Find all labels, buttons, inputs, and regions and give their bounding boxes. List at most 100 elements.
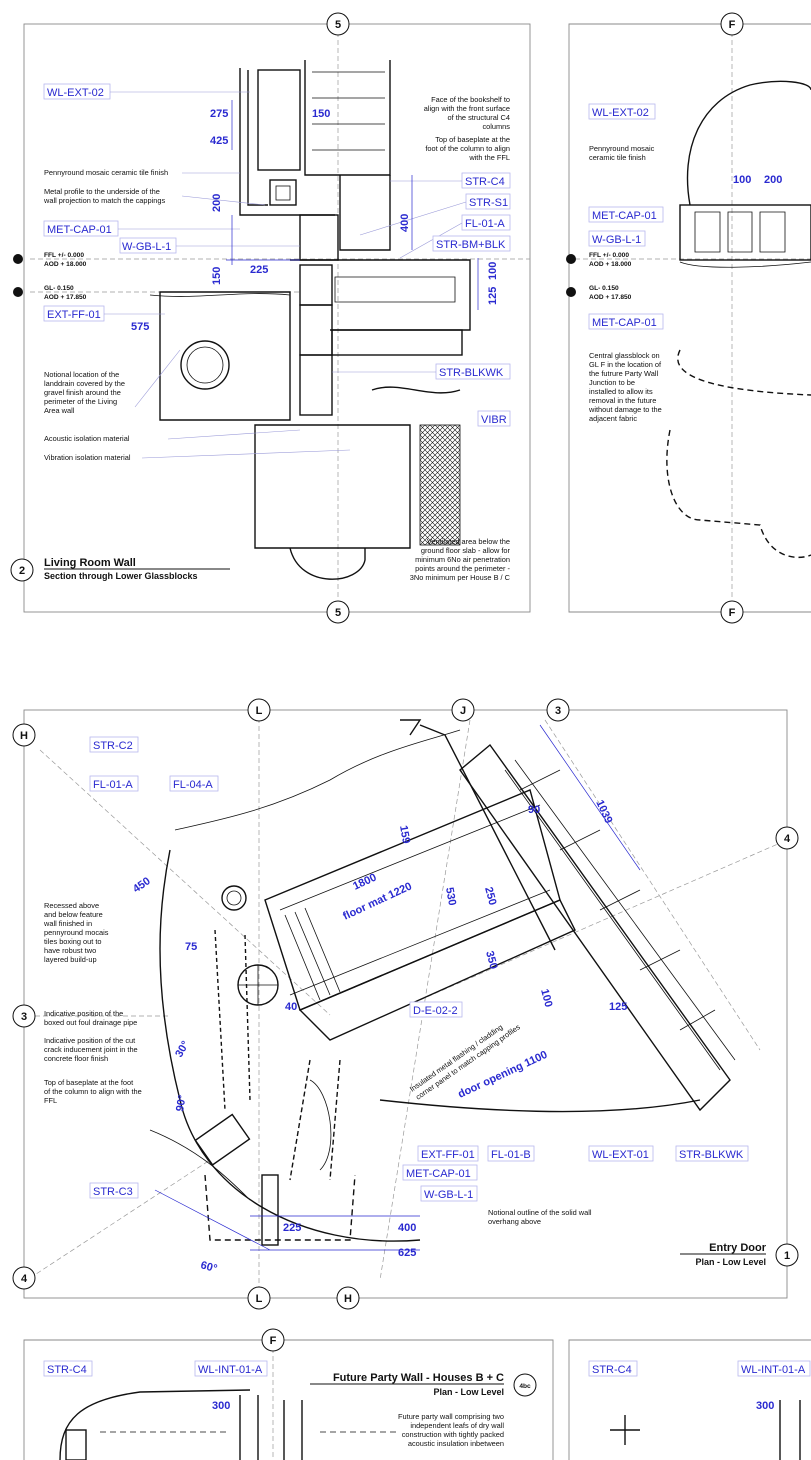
sheet-4bc-title-block: Future Party Wall - Houses B + C Plan - … xyxy=(310,1372,537,1448)
sheet-1-title-block: Entry Door Plan - Low Level 1 xyxy=(680,1242,799,1267)
grid-bubble-l-top: L xyxy=(247,698,271,722)
section-linework xyxy=(149,60,471,580)
svg-text:of the column to align with th: of the column to align with the xyxy=(44,1087,142,1096)
svg-text:AOD + 18.000: AOD + 18.000 xyxy=(589,261,632,268)
svg-text:H: H xyxy=(344,1293,352,1305)
sheet-future-party-wall: F STR-C4 WL-INT-01-A 300 Future Party Wa… xyxy=(23,1328,554,1460)
sheet-f-tags: WL-EXT-02 MET-CAP-01 W-GB-L-1 MET-CAP-01… xyxy=(588,103,782,330)
svg-text:4: 4 xyxy=(21,1273,28,1285)
svg-text:F: F xyxy=(729,607,736,619)
grid-bubble-4-left: 4 xyxy=(12,1266,36,1290)
svg-text:pennyround mocais: pennyround mocais xyxy=(44,928,109,937)
svg-text:FL-01-B: FL-01-B xyxy=(491,1149,531,1161)
svg-text:FFL: FFL xyxy=(44,1096,57,1105)
dimension-values: 275 425 150 200 400 150 225 100 125 575 xyxy=(131,100,499,333)
svg-text:STR-C2: STR-C2 xyxy=(93,740,133,752)
svg-text:Vibration isolation material: Vibration isolation material xyxy=(44,453,131,462)
svg-text:Indicative position of the cut: Indicative position of the cut xyxy=(44,1036,135,1045)
svg-text:foot of the column to align: foot of the column to align xyxy=(425,144,510,153)
grid-bubble-l-bottom: L xyxy=(247,1286,271,1310)
sheet-living-room-wall: 5 5 xyxy=(10,12,531,624)
sheet-1-frame xyxy=(23,709,788,1299)
svg-text:with the FFL: with the FFL xyxy=(468,153,510,162)
svg-text:FL-01-A: FL-01-A xyxy=(93,779,133,791)
svg-text:ceramic tile finish: ceramic tile finish xyxy=(589,153,646,162)
sheet-f-frame xyxy=(568,23,811,613)
svg-text:align with the front surface: align with the front surface xyxy=(424,104,510,113)
svg-text:4: 4 xyxy=(784,833,791,845)
svg-text:STR-C3: STR-C3 xyxy=(93,1186,133,1198)
svg-text:W-GB-L-1: W-GB-L-1 xyxy=(424,1189,473,1201)
notes-right: Face of the bookshelf to align with the … xyxy=(410,95,511,582)
svg-text:layered build-up: layered build-up xyxy=(44,955,97,964)
svg-text:have robust two: have robust two xyxy=(44,946,96,955)
svg-text:WL-INT-01-A: WL-INT-01-A xyxy=(198,1364,263,1376)
svg-text:AOD + 17.850: AOD + 17.850 xyxy=(44,294,87,301)
sheet-2-frame xyxy=(23,23,531,613)
svg-text:1: 1 xyxy=(784,1250,790,1262)
svg-text:FL-01-A: FL-01-A xyxy=(465,218,505,230)
svg-text:wall projection to match the c: wall projection to match the cappings xyxy=(43,196,165,205)
svg-text:Future Party Wall - Houses B +: Future Party Wall - Houses B + C xyxy=(333,1372,504,1384)
grid-bubble-5-top: 5 xyxy=(326,12,350,36)
svg-text:L: L xyxy=(256,705,263,717)
svg-text:60°: 60° xyxy=(199,1259,218,1275)
plan-dimensions: 450 75 40 30° 90° 60° 225 400 625 159 53… xyxy=(131,724,641,1275)
svg-text:STR-S1: STR-S1 xyxy=(469,197,508,209)
svg-text:225: 225 xyxy=(250,264,268,276)
sheet-4bc-tags: STR-C4 WL-INT-01-A 300 xyxy=(43,1360,268,1412)
svg-text:F: F xyxy=(729,19,736,31)
svg-text:Junction to be: Junction to be xyxy=(589,378,635,387)
svg-text:Metal profile to the underside: Metal profile to the underside of the xyxy=(44,187,160,196)
grid-bubble-h-bottom: H xyxy=(336,1286,360,1310)
svg-text:425: 425 xyxy=(210,135,228,147)
svg-text:90°: 90° xyxy=(174,1094,189,1112)
svg-text:Acoustic isolation material: Acoustic isolation material xyxy=(44,434,130,443)
svg-text:Living Room Wall: Living Room Wall xyxy=(44,557,136,569)
svg-text:3: 3 xyxy=(555,705,561,717)
tag-w-gb-l-1-plan: W-GB-L-1 xyxy=(420,1185,478,1202)
sheet-f-notes: Pennyround mosaic ceramic tile finish Ce… xyxy=(588,144,662,423)
svg-text:H: H xyxy=(20,730,28,742)
svg-text:independent leafs of dry wall: independent leafs of dry wall xyxy=(410,1421,504,1430)
svg-text:perimeter of the Living: perimeter of the Living xyxy=(44,397,117,406)
grid-bubble-j: J xyxy=(451,698,475,722)
svg-text:300: 300 xyxy=(756,1400,774,1412)
svg-text:STR-BLKWK: STR-BLKWK xyxy=(439,367,504,379)
level-marker-gl: GL- 0.150 AOD + 17.850 xyxy=(13,285,87,301)
svg-text:Plan - Low Level: Plan - Low Level xyxy=(433,1387,504,1397)
svg-text:adjacent fabric: adjacent fabric xyxy=(589,414,637,423)
svg-text:Notional outline of the solid: Notional outline of the solid wall xyxy=(488,1208,592,1217)
grid-bubble-f-top: F xyxy=(720,12,744,36)
grid-bubble-4-right: 4 xyxy=(775,826,799,850)
grid-bubble-f-bottom: F xyxy=(720,600,744,624)
svg-text:300: 300 xyxy=(212,1400,230,1412)
svg-text:STR-BLKWK: STR-BLKWK xyxy=(679,1149,744,1161)
svg-text:WL-EXT-01: WL-EXT-01 xyxy=(592,1149,649,1161)
tag-str-bm-blk: STR-BM+BLK xyxy=(432,235,511,252)
tag-str-blkwk-plan: STR-BLKWK xyxy=(675,1145,749,1162)
svg-text:Entry Door: Entry Door xyxy=(709,1242,767,1254)
svg-text:FFL +/- 0.000: FFL +/- 0.000 xyxy=(589,252,629,259)
svg-text:200: 200 xyxy=(211,194,223,212)
svg-text:400: 400 xyxy=(398,1222,416,1234)
tag-str-c2: STR-C2 xyxy=(89,736,139,753)
svg-text:125: 125 xyxy=(609,1001,627,1013)
svg-text:Central glassblock on: Central glassblock on xyxy=(589,351,660,360)
plan-linework xyxy=(149,719,736,1246)
svg-text:STR-BM+BLK: STR-BM+BLK xyxy=(436,239,506,251)
svg-text:floor mat 1220: floor mat 1220 xyxy=(341,880,414,922)
svg-text:530: 530 xyxy=(443,886,458,906)
svg-text:L: L xyxy=(256,1293,263,1305)
svg-text:30°: 30° xyxy=(173,1039,192,1059)
sheet-f-linework xyxy=(666,80,811,558)
svg-text:FL-04-A: FL-04-A xyxy=(173,779,213,791)
svg-text:100: 100 xyxy=(487,262,499,280)
svg-text:minimum 6No air penetration: minimum 6No air penetration xyxy=(415,555,510,564)
svg-text:of the structural C4: of the structural C4 xyxy=(448,113,510,122)
svg-text:WL-EXT-02: WL-EXT-02 xyxy=(592,107,649,119)
tag-fl-01-a-plan: FL-01-A xyxy=(89,775,139,792)
svg-text:F: F xyxy=(270,1335,277,1347)
svg-text:landdrain covered by the: landdrain covered by the xyxy=(44,379,125,388)
